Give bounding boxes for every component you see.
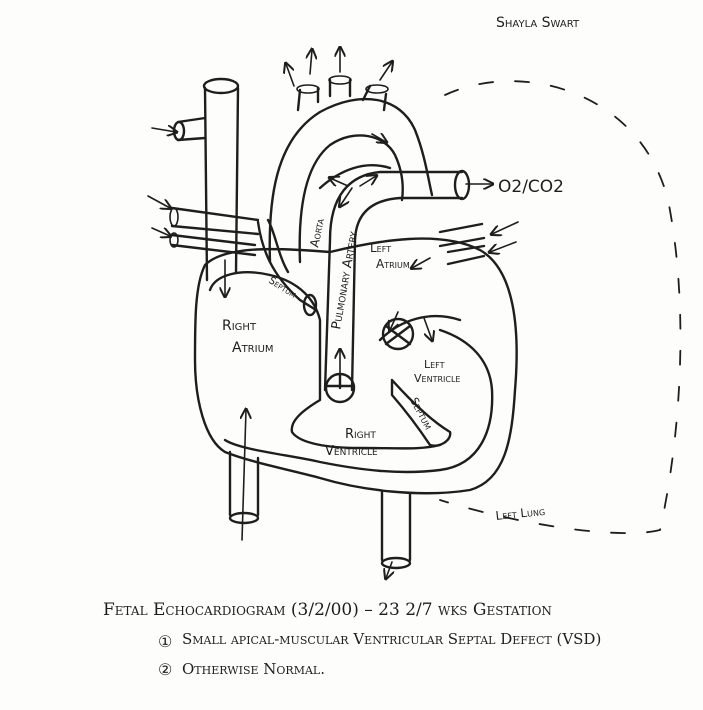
arch-branch-2-opening <box>328 75 352 85</box>
svc-opening <box>202 77 240 95</box>
label-left-ventricle-line1: Left <box>424 358 445 371</box>
pulmonary-branch-opening <box>453 169 471 201</box>
descending-aorta <box>380 490 412 562</box>
left-vein-opening-top <box>169 207 179 227</box>
right-pulmonary-veins <box>438 222 486 266</box>
label-septum-lower: Septum <box>407 395 435 432</box>
pulmonary-valve-leaflets <box>324 372 356 390</box>
mitral-valve <box>381 317 415 351</box>
right-atrium-wall <box>208 271 442 450</box>
arch-branch-3 <box>361 84 388 112</box>
label-pulmonary-artery: Pulmonary Artery <box>329 230 361 331</box>
left-ventricle-wall <box>223 328 494 474</box>
foramen-ovale <box>302 293 318 317</box>
ductus-loop <box>318 164 392 190</box>
label-left-lung: Left Lung <box>495 504 546 523</box>
mitral-valve-leaflets <box>384 324 412 346</box>
atrial-septum-inner <box>266 218 290 274</box>
label-aorta: Aorta <box>307 217 327 249</box>
caption-item-1-marker: ① <box>158 632 173 651</box>
ivc-opening <box>228 511 260 525</box>
atrial-septum <box>256 220 318 312</box>
descending-aorta-opening <box>380 556 412 570</box>
label-left-ventricle-line2: Ventricle <box>414 372 460 385</box>
svc-branch-opening <box>172 120 186 142</box>
pulmonary-trunk <box>323 170 464 392</box>
left-lung-outline <box>439 80 682 534</box>
left-pulmonary-veins <box>170 206 260 257</box>
caption-item-2-marker: ② <box>158 660 173 679</box>
flow-arrows <box>147 48 519 578</box>
arch-branch-1-opening <box>296 84 320 94</box>
heart-outline <box>193 237 518 495</box>
caption-item-2: Otherwise Normal. <box>182 660 325 678</box>
ventricular-septum <box>390 378 452 447</box>
label-right-atrium-line2: Atrium <box>232 340 274 356</box>
label-right-ventricle-line2: Ventricle <box>325 444 378 459</box>
arch-branch-3-opening <box>365 84 389 94</box>
label-left-atrium-line2: Atrium <box>376 257 410 271</box>
caption-title: Fetal Echocardiogram (3/2/00) – 23 2/7 w… <box>103 600 552 620</box>
inferior-vena-cava <box>228 450 260 517</box>
arch-branch-2 <box>328 78 352 98</box>
label-right-ventricle-line1: Right <box>345 427 376 442</box>
label-right-atrium-line1: Right <box>222 318 257 334</box>
label-left-atrium-line1: Left <box>370 241 391 255</box>
left-atrium-floor <box>378 314 462 342</box>
label-gas-exchange: O2/CO2 <box>498 177 564 197</box>
caption-item-1: Small apical-muscular Ventricular Septal… <box>182 630 602 648</box>
svc-branch <box>176 116 207 142</box>
author-name: Shayla Swart <box>496 15 580 31</box>
